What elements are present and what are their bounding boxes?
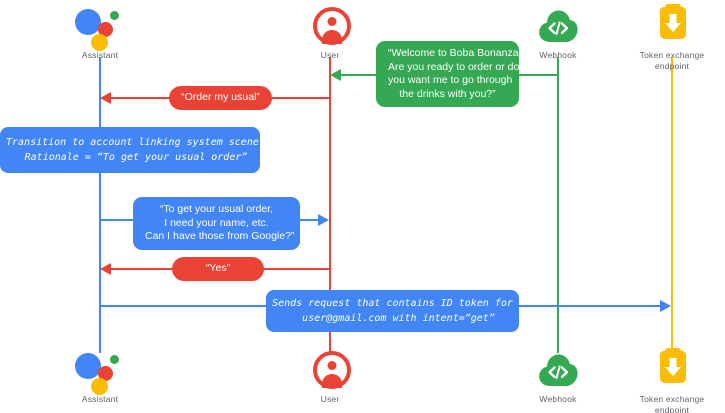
user-avatar-icon	[302, 350, 358, 392]
note-line: user@gmail.com with intent=“get”	[290, 313, 495, 324]
message-line: you want me to go through	[388, 74, 513, 86]
note-line: Rationale = “To get your usual order”	[12, 152, 248, 163]
actor-assistant-bottom: Assistant	[40, 350, 160, 405]
arrow-head-ask-for-name	[318, 214, 329, 226]
google-assistant-icon	[72, 350, 128, 395]
message-bubble-welcome: “Welcome to Boba Bonanza! Are you ready …	[376, 41, 522, 107]
actor-user-top: User	[270, 6, 390, 61]
actor-label-webhook: Webhook	[539, 394, 577, 404]
lifeline-webhook	[557, 57, 559, 353]
arrow-head-send-id-token	[660, 300, 671, 312]
actor-label-token-endpoint-line1: Token exchange	[639, 394, 705, 404]
message-line: “Welcome to Boba Bonanza!	[388, 47, 522, 59]
actor-label-token-endpoint-line2: endpoint	[654, 61, 690, 71]
message-line: I need your name, etc.	[164, 216, 269, 229]
note-send-id-token: Sends request that contains ID token for…	[266, 290, 519, 332]
note-transition-to-account-linking: Transition to account linking system sce…	[0, 127, 265, 173]
message-bubble-yes: “Yes”	[172, 257, 264, 281]
user-avatar-icon	[302, 6, 358, 48]
actor-assistant-top: Assistant	[40, 6, 160, 61]
actor-webhook-bottom: Webhook	[498, 350, 618, 405]
actor-label-assistant: Assistant	[81, 50, 119, 60]
message-line: “To get your usual order,	[159, 203, 274, 215]
cloud-code-icon	[530, 6, 586, 48]
lifeline-user	[329, 57, 331, 353]
arrow-head-order-my-usual	[100, 92, 111, 104]
message-bubble-ask-for-name: “To get your usual order, I need your na…	[133, 197, 300, 250]
actor-label-user: User	[320, 394, 340, 404]
download-box-icon	[644, 4, 700, 48]
actor-label-token-endpoint-line2: endpoint	[654, 405, 690, 413]
cloud-code-icon	[530, 350, 586, 392]
actor-webhook-top: Webhook	[498, 6, 618, 61]
actor-label-user: User	[320, 50, 340, 60]
message-line: Can I have those from Google?”	[145, 230, 295, 242]
message-line: “Yes”	[205, 262, 231, 274]
note-line: Transition to account linking system sce…	[6, 137, 265, 148]
google-assistant-icon	[72, 6, 128, 51]
actor-label-assistant: Assistant	[81, 394, 119, 404]
cloud-code-icon-svg	[539, 10, 578, 42]
message-line: Are you ready to order or do	[388, 60, 520, 73]
arrow-head-welcome	[330, 69, 341, 81]
actor-label-webhook: Webhook	[539, 50, 577, 60]
cloud-code-icon-svg	[539, 354, 578, 386]
message-bubble-order-my-usual: “Order my usual”	[169, 86, 272, 110]
actor-token-endpoint-top: Token exchange endpoint	[612, 4, 725, 72]
download-box-icon	[644, 348, 700, 392]
actor-label-token-endpoint-line1: Token exchange	[639, 50, 705, 60]
actor-token-endpoint-bottom: Token exchange endpoint	[612, 348, 725, 413]
message-line: “Order my usual”	[181, 91, 260, 103]
lifeline-token-endpoint	[671, 57, 673, 353]
lifeline-assistant	[99, 57, 101, 353]
arrow-head-yes	[100, 263, 111, 275]
message-line: the drinks with you?”	[399, 87, 496, 100]
note-line: Sends request that contains ID token for	[272, 298, 513, 309]
actor-user-bottom: User	[270, 350, 390, 405]
